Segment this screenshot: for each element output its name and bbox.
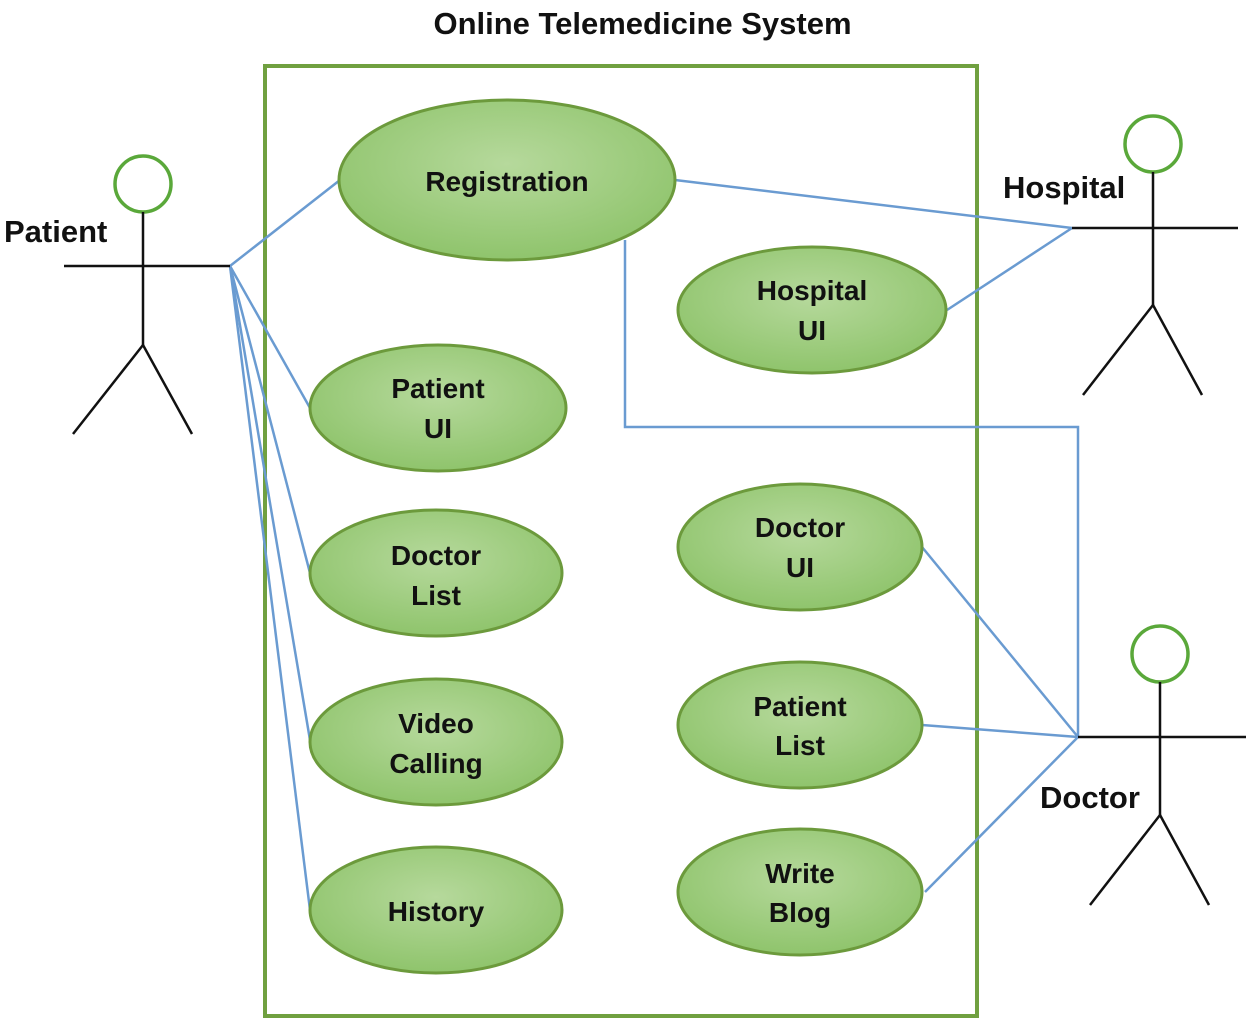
use-case-registration: Registration [337,98,677,262]
doctor-actor-label: Doctor [1040,780,1140,815]
diagram-title: Online Telemedicine System [433,6,852,41]
use-case-doctor-ui: Doctor UI [676,482,924,612]
use-case-doctor-list: Doctor List [308,508,564,638]
hospital-ui-label-line2: UI [798,315,826,346]
patient-actor-label: Patient [4,214,108,249]
registration-hospital-line [674,178,1073,230]
hospital-ui-label-line1: Hospital [757,275,867,306]
patient-actor-figure [64,154,230,435]
writeblog-doctor-line [924,736,1079,893]
patient-patientui-line [228,265,312,409]
patient-registration-line [229,179,341,267]
doctorui-doctor-line [921,546,1079,738]
hospitalui-hospital-line [946,226,1073,312]
video-calling-label-line1: Video [398,708,474,739]
registration-label-line1: Registration [425,166,588,197]
doctor-list-label-line2: List [411,580,461,611]
doctor-actor-figure [1078,624,1246,906]
hospital-head-icon [1123,114,1183,174]
doctor-list-label-line1: Doctor [391,540,481,571]
patient-videocalling-line [228,265,312,741]
use-case-patient-list: Patient List [676,660,924,790]
patient-ui-label-line1: Patient [391,373,484,404]
registration-doctor-line [623,240,1080,737]
patient-doctorlist-line [228,265,312,574]
patientlist-doctor-line [921,723,1079,739]
use-case-patient-ui: Patient UI [308,343,568,473]
doctor-ui-label-line2: UI [786,552,814,583]
hospital-actor-label: Hospital [1003,170,1126,205]
video-calling-label-line2: Calling [389,748,482,779]
use-case-write-blog: Write Blog [676,827,924,957]
write-blog-label-line1: Write [765,858,835,889]
associations [228,178,1080,911]
history-label-line1: History [388,896,485,927]
use-case-history: History [308,845,564,975]
use-case-hospital-ui: Hospital UI [676,245,948,375]
use-case-video-calling: Video Calling [308,677,564,807]
patient-history-line [228,265,312,911]
patient-list-label-line1: Patient [753,691,846,722]
patient-list-label-line2: List [775,730,825,761]
write-blog-label-line2: Blog [769,897,831,928]
patient-ui-label-line2: UI [424,413,452,444]
hospital-actor-figure [1072,114,1238,396]
doctor-ui-label-line1: Doctor [755,512,845,543]
doctor-head-icon [1130,624,1190,684]
patient-head-icon [113,154,173,214]
